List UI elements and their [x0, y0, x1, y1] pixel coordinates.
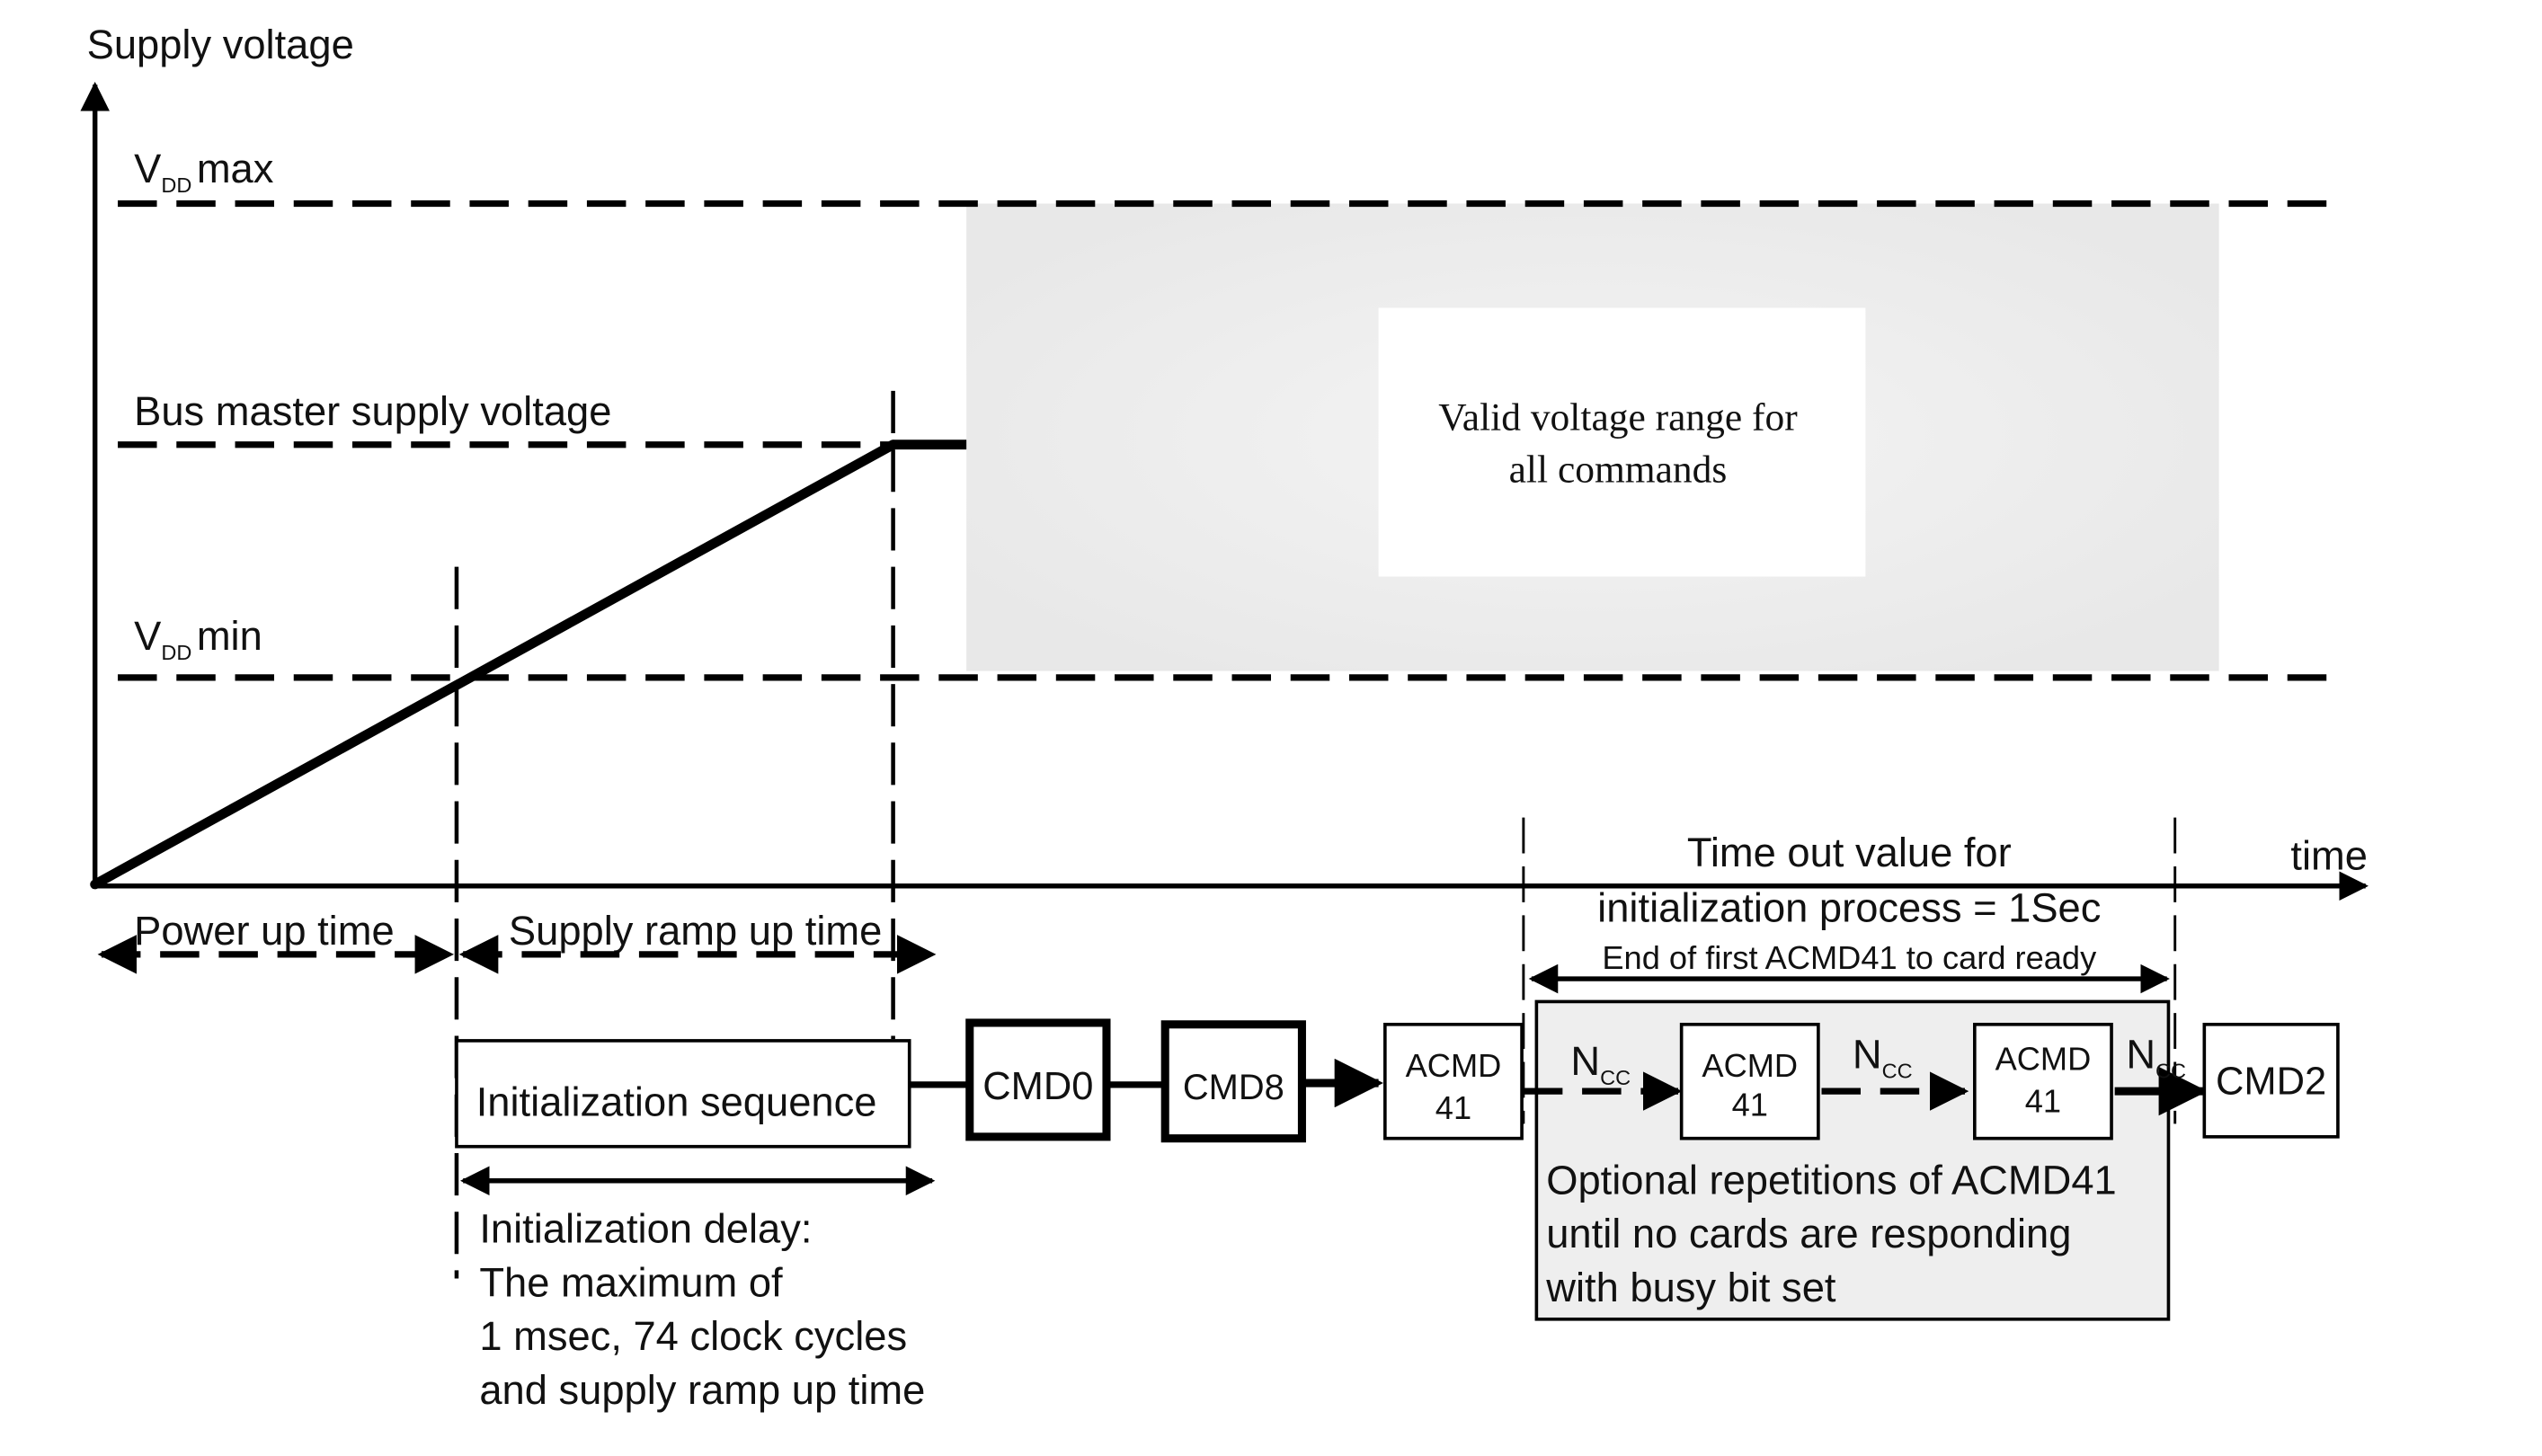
optional-repetitions-line-3: with busy bit set: [1545, 1265, 1836, 1310]
y-axis-label: Supply voltage: [87, 22, 354, 67]
valid-voltage-text-1: Valid voltage range for: [1438, 395, 1798, 439]
bus-master-label: Bus master supply voltage: [134, 388, 611, 434]
acmd41-first-box: [1383, 1022, 1524, 1141]
cmd8-box: [1160, 1020, 1306, 1143]
timeout-line-1: Time out value for: [1687, 830, 2012, 875]
timeout-line-3: End of first ACMD41 to card ready: [1602, 939, 2097, 976]
init-sequence-label: Initialization sequence: [476, 1079, 877, 1124]
init-delay-line-3: 1 msec, 74 clock cycles: [479, 1313, 907, 1359]
init-sequence-box: [455, 1039, 911, 1149]
valid-voltage-label-box: [1378, 307, 1866, 577]
ncc-label-1: NCC: [1570, 1038, 1631, 1089]
supply-ramp-label: Supply ramp up time: [509, 908, 882, 954]
acmd41-second-box: [1679, 1022, 1820, 1141]
cmd8-label: CMD8: [1183, 1068, 1284, 1107]
acmd41-third-label-1: ACMD: [1995, 1041, 2092, 1078]
ncc-label-3: NCC: [2126, 1032, 2186, 1083]
cmd2-box: [2202, 1022, 2340, 1139]
acmd41-third-label-2: 41: [2025, 1083, 2061, 1120]
acmd41-first-label-2: 41: [1435, 1089, 1471, 1126]
cmd0-box: [965, 1018, 1111, 1141]
optional-repetitions-line-2: until no cards are responding: [1546, 1211, 2071, 1256]
cmd0-label: CMD0: [982, 1065, 1093, 1108]
acmd41-first-label-1: ACMD: [1406, 1047, 1502, 1084]
power-up-label: Power up time: [134, 908, 395, 954]
init-delay-line-4: and supply ramp up time: [479, 1367, 925, 1413]
init-delay-line-1: Initialization delay:: [479, 1206, 812, 1252]
x-axis-label: time: [2290, 833, 2368, 879]
timeout-line-2: initialization process = 1Sec: [1597, 885, 2101, 931]
acmd41-third-box: [1973, 1022, 2113, 1141]
init-delay-line-2: The maximum of: [479, 1259, 783, 1305]
ncc-label-2: NCC: [1853, 1032, 1913, 1083]
acmd41-second-label-2: 41: [1732, 1086, 1768, 1123]
supply-ramp-line: [90, 439, 899, 890]
optional-repetitions-line-1: Optional repetitions of ACMD41: [1546, 1157, 2117, 1203]
acmd41-second-label-1: ACMD: [1702, 1047, 1798, 1084]
cmd2-label: CMD2: [2216, 1061, 2326, 1104]
valid-voltage-text-2: all commands: [1509, 448, 1728, 491]
